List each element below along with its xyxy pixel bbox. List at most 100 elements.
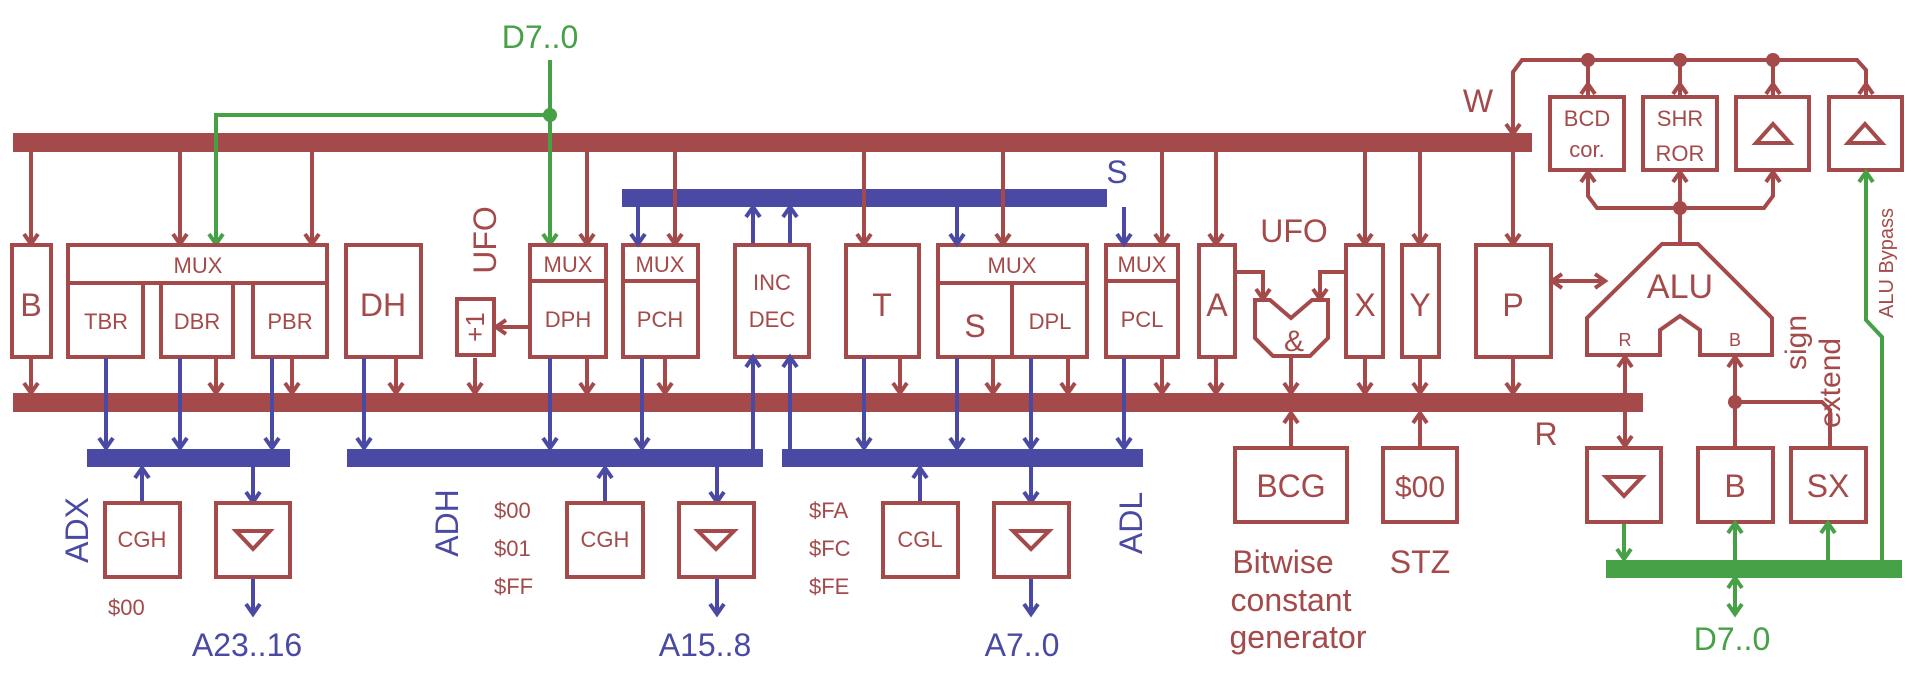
triangle-down-icon	[1601, 475, 1647, 499]
adh-bus	[347, 449, 763, 467]
svg-text:BCG: BCG	[1256, 468, 1325, 504]
register-s-dpl: MUX S DPL	[936, 243, 1089, 359]
svg-text:MUX: MUX	[988, 253, 1037, 278]
register-dh: DH	[344, 243, 423, 359]
svg-text:S: S	[964, 308, 985, 344]
data-in-wires	[207, 60, 559, 248]
svg-text:$00: $00	[1395, 471, 1445, 504]
svg-text:ALU: ALU	[1647, 268, 1713, 306]
sign-extend-label-2: extend	[1814, 338, 1847, 428]
a7-0-label: A7..0	[985, 627, 1060, 663]
data-out-label: D7..0	[1694, 621, 1770, 657]
svg-text:generator: generator	[1230, 619, 1367, 655]
alu-output-junction	[1673, 201, 1687, 215]
a23-16-label: A23..16	[192, 627, 302, 663]
alu-feedback-junctions	[1581, 53, 1780, 67]
register-pcl: MUX PCL	[1104, 243, 1180, 359]
svg-text:B: B	[1724, 468, 1745, 504]
bank-register-mux: MUX TBR DBR PBR	[66, 243, 329, 359]
triangle-down-icon	[231, 529, 275, 552]
buffer-adl	[992, 501, 1071, 579]
svg-text:SHR: SHR	[1657, 106, 1703, 131]
svg-text:constant: constant	[1231, 582, 1352, 618]
svg-text:$00: $00	[494, 498, 531, 523]
triangle-down-icon	[1008, 529, 1054, 552]
cgh-adx: CGH $00	[103, 501, 182, 620]
svg-text:DPL: DPL	[1029, 309, 1072, 334]
plus-one-incrementer: +1	[455, 297, 530, 357]
svg-text:Bitwise: Bitwise	[1232, 544, 1333, 580]
svg-text:STZ: STZ	[1390, 544, 1450, 580]
svg-text:X: X	[1354, 287, 1375, 323]
svg-text:TBR: TBR	[84, 309, 128, 334]
data-out-wires	[1615, 168, 1884, 618]
bitwise-constant-generator: BCG Bitwise constant generator	[1230, 446, 1367, 655]
svg-text:$00: $00	[108, 595, 145, 620]
svg-text:P: P	[1502, 287, 1523, 323]
svg-text:&: &	[1284, 325, 1304, 358]
sign-extend-label: sign	[1780, 315, 1813, 370]
svg-text:B: B	[20, 287, 41, 323]
svg-text:MUX: MUX	[174, 253, 223, 278]
svg-text:CGL: CGL	[897, 527, 942, 552]
register-b-latch: B	[1696, 446, 1775, 524]
and-gate: &	[1236, 270, 1346, 358]
svg-text:+1: +1	[460, 312, 490, 342]
buffer-up-1	[1734, 95, 1811, 172]
ufo-label-right: UFO	[1260, 213, 1328, 249]
r-bus-wires	[22, 358, 1522, 397]
data-in-label: D7..0	[502, 19, 578, 55]
svg-text:PCH: PCH	[637, 307, 683, 332]
adl-bus	[782, 449, 1143, 467]
register-p: P	[1474, 243, 1553, 359]
register-t: T	[844, 243, 921, 359]
r-bus-generators-wires	[1282, 409, 1429, 448]
register-tbr	[66, 281, 145, 359]
bcd-correction: BCD cor.	[1548, 95, 1626, 172]
alu-bypass-label: ALU Bypass	[1876, 208, 1898, 318]
svg-text:$FA: $FA	[809, 498, 848, 523]
svg-text:DPH: DPH	[545, 307, 591, 332]
sign-extend-unit: SX	[1789, 446, 1868, 524]
adx-bus-label: ADX	[59, 497, 95, 563]
ufo-label-left: UFO	[467, 206, 503, 274]
svg-text:B: B	[1729, 330, 1741, 350]
svg-text:DBR: DBR	[174, 309, 220, 334]
r-bus	[13, 393, 1643, 412]
register-dbr	[159, 281, 235, 359]
stz-zero-generator: $00 STZ	[1381, 446, 1459, 580]
svg-text:$01: $01	[494, 536, 531, 561]
w-bus-label: W	[1463, 83, 1494, 119]
svg-text:CGH: CGH	[118, 527, 167, 552]
triangle-down-icon	[693, 529, 739, 552]
s-bus-wires	[629, 203, 1133, 248]
r-bus-label: R	[1534, 416, 1557, 452]
buffer-up-2	[1827, 95, 1904, 172]
data-in-junction	[543, 108, 557, 122]
cgl-adl: CGL $FA $FC $FE	[809, 498, 960, 599]
data-bus-out	[1606, 560, 1902, 578]
svg-text:PBR: PBR	[267, 309, 312, 334]
inc-dec-unit: INC DEC	[733, 243, 811, 359]
adl-bus-label: ADL	[1113, 492, 1149, 554]
buffer-adx	[214, 501, 292, 579]
buffer-adh	[677, 501, 756, 579]
alu-b-junction	[1728, 395, 1742, 409]
svg-text:Y: Y	[1409, 287, 1430, 323]
svg-text:SX: SX	[1807, 468, 1850, 504]
buffer-down-out	[1585, 446, 1663, 524]
register-a: A	[1197, 243, 1237, 359]
svg-text:MUX: MUX	[636, 252, 685, 277]
svg-text:ROR: ROR	[1656, 141, 1705, 166]
svg-text:$FE: $FE	[809, 574, 849, 599]
svg-text:CGH: CGH	[581, 527, 630, 552]
svg-text:R: R	[1619, 330, 1632, 350]
adx-bus	[87, 449, 290, 467]
register-y: Y	[1400, 243, 1441, 359]
svg-text:INC: INC	[753, 270, 791, 295]
s-bus-label: S	[1106, 154, 1127, 190]
svg-text:MUX: MUX	[1118, 252, 1167, 277]
svg-text:cor.: cor.	[1569, 137, 1604, 162]
triangle-up-icon	[1751, 121, 1795, 145]
